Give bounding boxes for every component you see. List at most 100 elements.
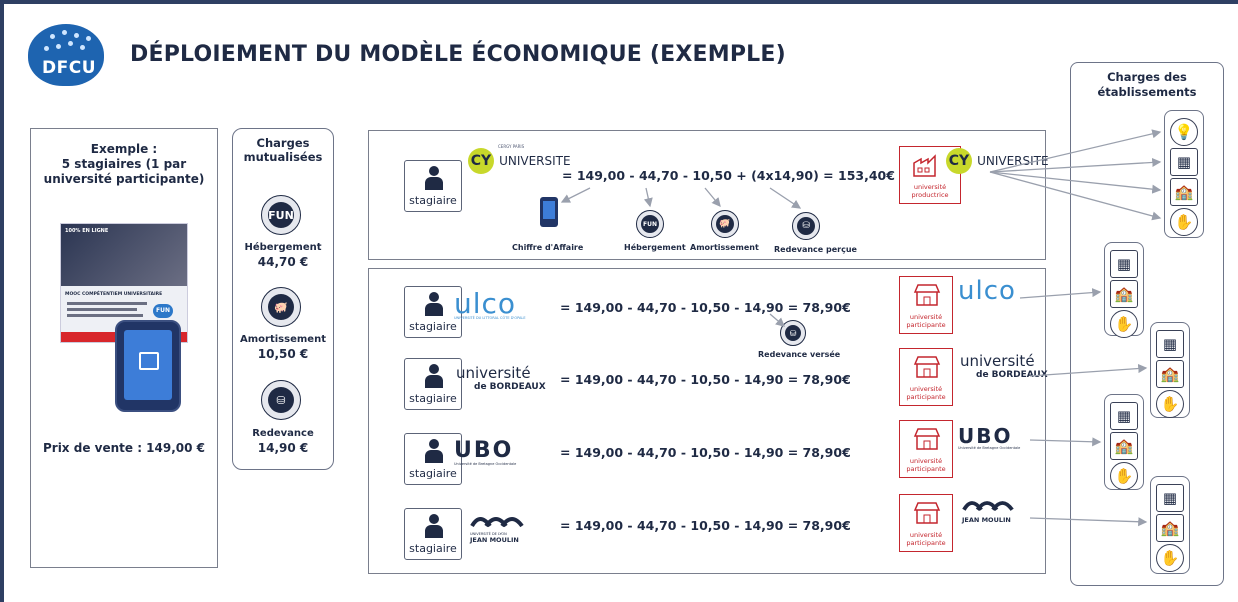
cy-university-text: UNIVERSITE <box>499 154 571 168</box>
coins-icon: ⛁ <box>261 380 301 420</box>
school-building-icon: 🏫 <box>1156 360 1184 388</box>
producer-formula: = 149,00 - 44,70 - 10,50 + (4x14,90) = 1… <box>562 168 895 183</box>
school-building-icon: 🏫 <box>1170 178 1198 206</box>
stagiaire-label: stagiaire <box>409 194 457 207</box>
bordeaux-logo-right-sub: de BORDEAUX <box>976 370 1048 380</box>
charge-label-hosting: Hébergement <box>244 242 322 253</box>
stagiaire-ubo: stagiaire <box>404 433 462 485</box>
ubo-logo-sub: Université de Bretagne Occidentale <box>454 462 517 466</box>
ad-fun-logo: FUN <box>153 304 173 318</box>
phone-cart-illustration <box>115 320 181 412</box>
ubo-logo-right-sub: Université de Bretagne Occidentale <box>958 446 1021 450</box>
ad-fun-text: FUN <box>156 307 170 314</box>
coins-icon: ⛁ <box>792 212 820 240</box>
example-title-line-1: Exemple : <box>90 142 158 156</box>
example-title-line-3: université participante) <box>43 172 205 186</box>
teaching-board-icon: ▦ <box>1110 250 1138 278</box>
school-building-icon: 🏫 <box>1110 432 1138 460</box>
role-line-1: université <box>909 531 943 539</box>
role-line-2: participante <box>906 321 946 329</box>
cy-mark-right: CY <box>946 148 972 174</box>
stagiaire-label: stagiaire <box>409 320 457 333</box>
example-title-line-2: 5 stagiaires (1 par <box>61 157 187 171</box>
establishments-title-line-2: établissements <box>1097 85 1197 99</box>
jean-moulin-mark <box>470 517 524 528</box>
flow-label-hosting: Hébergement <box>624 243 686 252</box>
person-icon <box>425 364 443 388</box>
school-building-icon: 🏫 <box>1110 280 1138 308</box>
royalty-paid-label: Redevance versée <box>758 350 841 359</box>
coins-icon: ⛁ <box>780 320 806 346</box>
bordeaux-logo-right: université de BORDEAUX <box>960 354 1048 382</box>
ubo-formula: = 149,00 - 44,70 - 10,50 - 14,90 = 78,90… <box>560 445 851 460</box>
person-icon <box>425 166 443 190</box>
stagiaire-ulco: stagiaire <box>404 286 462 338</box>
flow-label-royalty-received: Redevance perçue <box>774 245 857 254</box>
hand-coin-icon: ✋ <box>1110 310 1138 338</box>
ulco-logo-sub: UNIVERSITÉ DU LITTORAL CÔTE D'OPALE <box>454 316 526 320</box>
charge-label-royalty: Redevance <box>252 428 314 439</box>
role-line-2: participante <box>906 465 946 473</box>
role-line-1: université <box>909 385 943 393</box>
cy-mark: CY <box>468 148 494 174</box>
ad-badge: 100% EN LIGNE <box>65 228 109 234</box>
stagiaire-label: stagiaire <box>409 467 457 480</box>
jean-moulin-logo-right: JEAN MOULIN <box>962 494 1016 524</box>
ulco-logo-text: ulco <box>454 287 517 320</box>
stagiaire-label: stagiaire <box>409 542 457 555</box>
lightbulb-icon: 💡 <box>1170 118 1198 146</box>
person-icon <box>425 292 443 316</box>
school-building-icon: 🏫 <box>1156 514 1184 542</box>
teaching-board-icon: ▦ <box>1170 148 1198 176</box>
ad-headline: MOOC COMPÉTENTIEM UNIVERSITAIRE <box>65 292 163 297</box>
page-title: DÉPLOIEMENT DU MODÈLE ÉCONOMIQUE (EXEMPL… <box>130 42 786 67</box>
teaching-board-icon: ▦ <box>1156 330 1184 358</box>
ulco-logo: ulco UNIVERSITÉ DU LITTORAL CÔTE D'OPALE <box>454 287 526 321</box>
stagiaire-jean-moulin: stagiaire <box>404 508 462 560</box>
charge-label-depreciation: Amortissement <box>240 334 326 345</box>
logo-text: DFCU <box>42 58 97 78</box>
jean-moulin-logo: UNIVERSITÉ DE LYON JEAN MOULIN <box>470 510 526 544</box>
flow-label-depreciation: Amortissement <box>690 243 759 252</box>
bordeaux-logo-text: université <box>456 364 531 382</box>
jean-moulin-formula: = 149,00 - 44,70 - 10,50 - 14,90 = 78,90… <box>560 518 851 533</box>
jean-moulin-text: JEAN MOULIN <box>470 536 519 544</box>
establishments-title-line-1: Charges des <box>1107 70 1187 84</box>
jean-moulin-sub: UNIVERSITÉ DE LYON <box>470 532 507 536</box>
role-line-2: participante <box>906 539 946 547</box>
shop-icon <box>913 502 941 524</box>
role-line-1: université <box>909 313 943 321</box>
shop-icon <box>913 284 941 306</box>
cy-university-small: CERGY PARIS <box>498 144 525 149</box>
shopping-cart-icon <box>139 352 159 370</box>
stagiaire-producer: stagiaire <box>404 160 462 212</box>
role-line-1: université <box>909 457 943 465</box>
bordeaux-logo-right-text: université <box>960 352 1035 370</box>
role-line-2: participante <box>906 393 946 401</box>
cy-university-logo: CY UNIVERSITE CERGY PARIS <box>468 144 571 174</box>
jean-moulin-right-text: JEAN MOULIN <box>962 516 1011 524</box>
stagiaire-label: stagiaire <box>409 392 457 405</box>
charge-value-depreciation: 10,50 € <box>257 347 309 361</box>
ubo-logo-text: UBO <box>454 438 514 463</box>
factory-icon <box>913 154 936 177</box>
fun-icon: FUN <box>636 210 664 238</box>
hand-coin-icon: ✋ <box>1110 462 1138 490</box>
establishments-title: Charges des établissements <box>1070 70 1224 100</box>
cy-university-text-right: UNIVERSITE <box>977 154 1049 168</box>
piggy-bank-icon: 🐖 <box>261 287 301 327</box>
teaching-board-icon: ▦ <box>1110 402 1138 430</box>
ubo-logo-right: UBO Université de Bretagne Occidentale <box>958 426 1020 450</box>
hand-coin-icon: ✋ <box>1170 208 1198 236</box>
ubo-logo: UBO Université de Bretagne Occidentale <box>454 438 517 467</box>
bordeaux-logo-sub: de BORDEAUX <box>474 382 546 392</box>
cy-university-logo-right: CY UNIVERSITE <box>946 148 1049 174</box>
charge-value-hosting: 44,70 € <box>257 255 309 269</box>
bordeaux-logo: université de BORDEAUX <box>456 366 546 394</box>
